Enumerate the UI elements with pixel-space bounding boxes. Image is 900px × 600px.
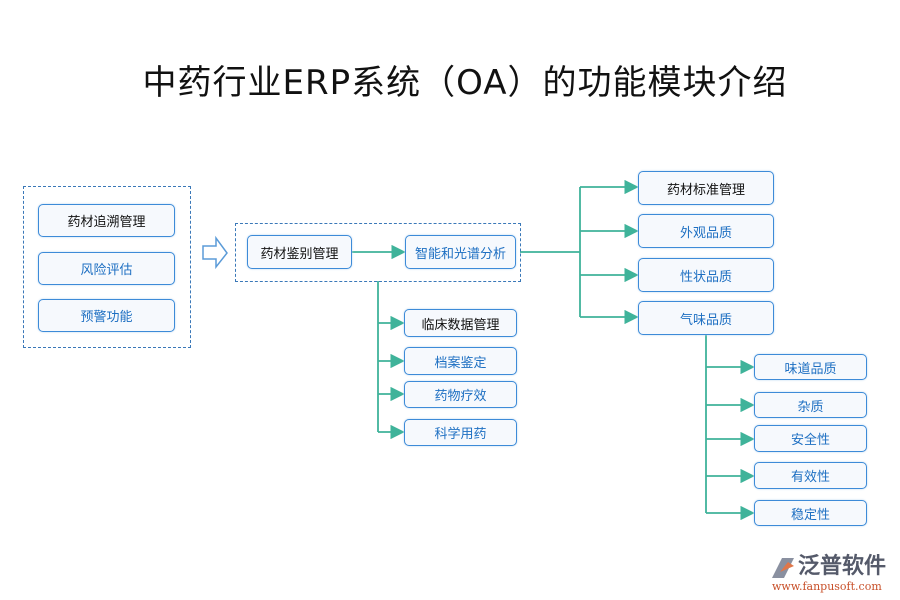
node-archive[interactable]: 档案鉴定 [404,347,517,375]
node-risk-assessment[interactable]: 风险评估 [38,252,175,285]
node-taste[interactable]: 味道品质 [754,354,867,380]
brand-logo: 泛普软件 www.fanpusoft.com [768,554,896,596]
node-traits[interactable]: 性状品质 [638,258,774,292]
node-standards[interactable]: 药材标准管理 [638,171,774,205]
node-identification[interactable]: 药材鉴别管理 [247,235,352,269]
connector [520,187,581,317]
center-group-frame [235,223,521,282]
node-clinical-data[interactable]: 临床数据管理 [404,309,517,337]
node-appearance[interactable]: 外观品质 [638,214,774,248]
node-odor[interactable]: 气味品质 [638,301,774,335]
node-stability[interactable]: 稳定性 [754,500,867,526]
node-safety[interactable]: 安全性 [754,425,867,452]
left-group-frame [23,186,191,348]
node-rational-use[interactable]: 科学用药 [404,419,517,446]
node-impurity[interactable]: 杂质 [754,392,867,418]
node-traceability[interactable]: 药材追溯管理 [38,204,175,237]
page-title: 中药行业ERP系统（OA）的功能模块介绍 [142,63,788,103]
node-spectral-analysis[interactable]: 智能和光谱分析 [405,235,516,269]
hollow-arrow-icon [202,235,228,270]
node-efficacy[interactable]: 药物疗效 [404,381,517,408]
logo-name: 泛普软件 [798,554,887,579]
node-warning[interactable]: 预警功能 [38,299,175,332]
node-effectiveness[interactable]: 有效性 [754,462,867,489]
logo-url: www.fanpusoft.com [772,580,882,593]
logo-icon [772,558,794,578]
